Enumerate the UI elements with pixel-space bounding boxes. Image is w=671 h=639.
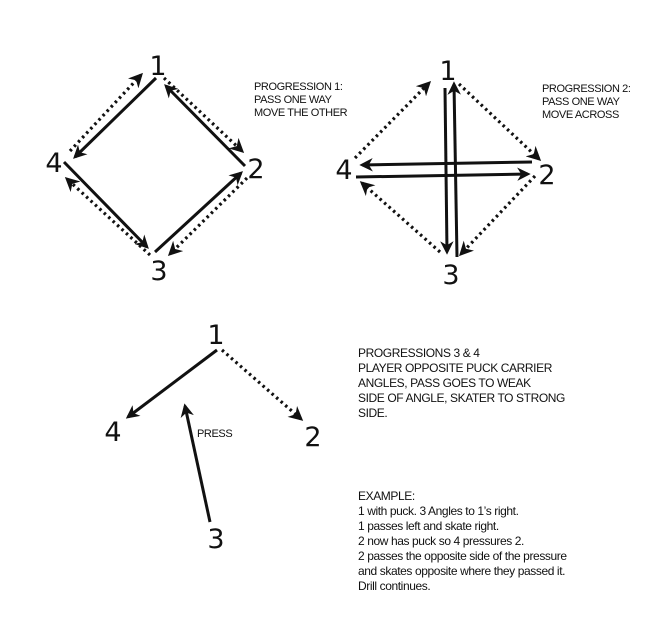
progression-1-caption: PROGRESSION 1: — [254, 81, 343, 93]
player-4: 4 — [45, 148, 62, 179]
player-1: 1 — [149, 51, 166, 82]
player-4: 4 — [335, 155, 352, 186]
progression-1-diagram: 1 2 3 4 PROGRESSION 1: PASS ONE WAY MOVE… — [45, 51, 348, 287]
caption-line: SIDE OF ANGLE, SKATER TO STRONG — [358, 391, 565, 405]
skate-arrow — [359, 181, 442, 254]
caption-line: ANGLES, PASS GOES TO WEAK — [358, 376, 531, 390]
skate-arrow — [457, 82, 542, 161]
example-line: 2 now has puck so 4 pressures 2. — [358, 534, 524, 548]
pass-arrow — [355, 167, 531, 181]
caption-line: SIDE. — [358, 406, 387, 420]
player-1: 1 — [207, 320, 224, 351]
progression-1-caption: PASS ONE WAY — [254, 94, 333, 106]
player-2: 2 — [304, 422, 321, 453]
progression-2-caption: PROGRESSION 2: — [542, 83, 631, 95]
example-line: 1 with puck. 3 Angles to 1’s right. — [358, 504, 519, 518]
progression-2-caption: MOVE ACROSS — [542, 109, 619, 121]
press-arrow — [180, 403, 212, 523]
skate-arrow — [64, 177, 152, 257]
skate-arrow — [220, 348, 304, 421]
pass-arrow — [440, 87, 454, 255]
skate-arrow — [459, 174, 537, 257]
press-label: PRESS — [197, 428, 232, 440]
progression-1-caption: MOVE THE OTHER — [254, 107, 348, 119]
player-4: 4 — [104, 417, 121, 448]
progression-2-diagram: 1 2 3 4 PROGRESSION 2: PASS ONE WAY MOVE… — [335, 56, 631, 291]
pass-arrow — [125, 348, 218, 419]
progression-3-4-caption: PROGRESSIONS 3 & 4 PLAYER OPPOSITE PUCK … — [358, 346, 565, 420]
skate-arrow — [167, 176, 249, 257]
example-line: Drill continues. — [358, 579, 430, 593]
example-heading: EXAMPLE: — [358, 489, 415, 503]
caption-line: PLAYER OPPOSITE PUCK CARRIER — [358, 361, 553, 375]
pass-arrow — [359, 158, 533, 172]
player-2: 2 — [247, 154, 264, 185]
skate-arrow — [68, 72, 143, 153]
player-3: 3 — [150, 256, 167, 287]
example-text: EXAMPLE: 1 with puck. 3 Angles to 1’s ri… — [358, 489, 568, 593]
pass-arrow — [164, 84, 247, 168]
player-3: 3 — [207, 524, 224, 555]
player-3: 3 — [442, 260, 459, 291]
player-2: 2 — [538, 160, 555, 191]
skate-arrow — [162, 76, 245, 153]
pass-arrow — [447, 81, 461, 258]
player-1: 1 — [439, 56, 456, 87]
caption-line: PROGRESSIONS 3 & 4 — [358, 346, 480, 360]
pass-arrow — [153, 171, 243, 254]
example-line: 2 passes the opposite side of the pressu… — [358, 549, 567, 563]
pass-arrow — [73, 76, 158, 159]
pass-arrow — [62, 160, 149, 249]
example-line: 1 passes left and skate right. — [358, 519, 499, 533]
skate-arrow — [353, 80, 432, 160]
example-line: and skates opposite where they passed it… — [358, 564, 565, 578]
progression-3-4-diagram: 1 2 3 4 PRESS — [104, 320, 321, 555]
progression-2-caption: PASS ONE WAY — [542, 96, 621, 108]
